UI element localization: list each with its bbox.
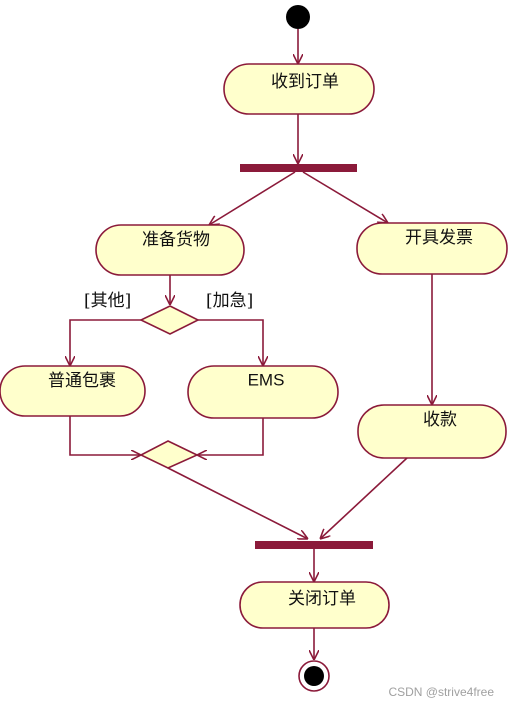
edge-decision-to-regular — [70, 319, 141, 366]
edge-payment-to-join — [320, 457, 408, 539]
edge-merge-to-join — [167, 467, 308, 539]
decision-diamond — [139, 305, 200, 335]
guard-other: [其他] — [84, 291, 131, 311]
edge-fork-to-invoice — [302, 171, 388, 223]
fork-bar — [240, 164, 357, 172]
edge-decision-to-ems — [198, 319, 263, 366]
merge-diamond — [139, 440, 199, 469]
watermark: CSDN @strive4free — [388, 685, 494, 699]
final-node — [298, 660, 330, 692]
activity-collect-payment: 收款 — [357, 404, 507, 459]
edge-fork-to-prepare — [209, 171, 296, 225]
join-bar — [255, 541, 373, 549]
activity-issue-invoice-label: 开具发票 — [405, 228, 473, 248]
edge-ems-to-merge — [197, 418, 264, 455]
activity-prepare-goods-label: 准备货物 — [142, 230, 210, 250]
guard-urgent: [加急] — [206, 291, 253, 311]
initial-node — [286, 5, 310, 29]
activity-ems-label: EMS — [248, 371, 285, 390]
activity-regular-parcel-label: 普通包裹 — [48, 371, 116, 391]
activity-issue-invoice: 开具发票 — [356, 222, 508, 275]
activity-close-order: 关闭订单 — [239, 581, 390, 629]
activity-close-order-label: 关闭订单 — [288, 589, 356, 609]
activity-ems: EMS — [187, 365, 339, 419]
activity-prepare-goods: 准备货物 — [95, 224, 245, 276]
edge-regular-to-merge — [69, 416, 141, 455]
activity-receive-order: 收到订单 — [223, 63, 375, 115]
activity-collect-payment-label: 收款 — [423, 410, 457, 430]
activity-receive-order-label: 收到订单 — [271, 72, 339, 92]
flow-edges — [70, 29, 432, 660]
activity-regular-parcel: 普通包裹 — [0, 365, 146, 417]
